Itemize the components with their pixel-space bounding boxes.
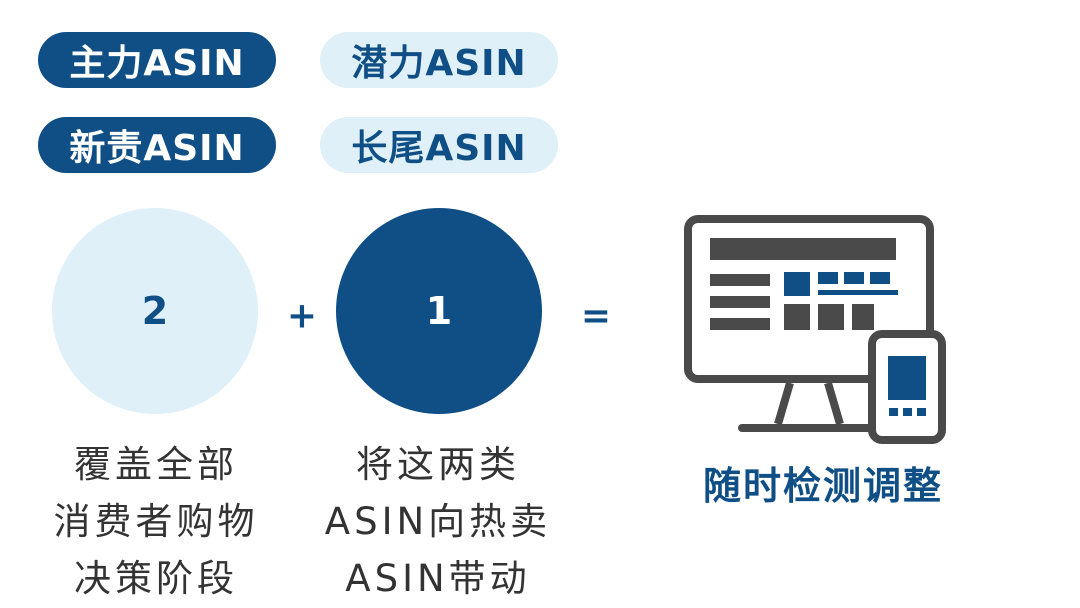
right-description-line-1: 将这两类	[356, 443, 520, 486]
left-number: 2	[141, 289, 169, 333]
tag-potential-asin: 潜力ASIN	[320, 32, 558, 88]
tag-long-tail-asin: 长尾ASIN	[320, 117, 558, 173]
right-description-line-2: ASIN向热卖	[324, 500, 552, 543]
plus-sign: +	[286, 295, 318, 337]
desktop-and-phone-icon	[684, 215, 946, 444]
left-description-line-2: 消费者购物	[53, 500, 259, 543]
right-description-line-3: ASIN带动	[345, 557, 531, 600]
tag-main-asin: 主力ASIN	[38, 32, 276, 88]
left-description-line-1: 覆盖全部	[74, 443, 238, 486]
right-number-circle: 1	[336, 208, 542, 414]
right-number: 1	[425, 289, 453, 333]
left-number-circle: 2	[52, 208, 258, 414]
tag-new-asin: 新责ASIN	[38, 117, 276, 173]
left-description-line-3: 决策阶段	[74, 557, 238, 600]
equals-sign: =	[580, 295, 612, 337]
right-description: 将这两类 ASIN向热卖 ASIN带动	[296, 436, 580, 607]
left-description: 覆盖全部 消费者购物 决策阶段	[20, 436, 292, 607]
result-label: 随时检测调整	[702, 464, 943, 508]
